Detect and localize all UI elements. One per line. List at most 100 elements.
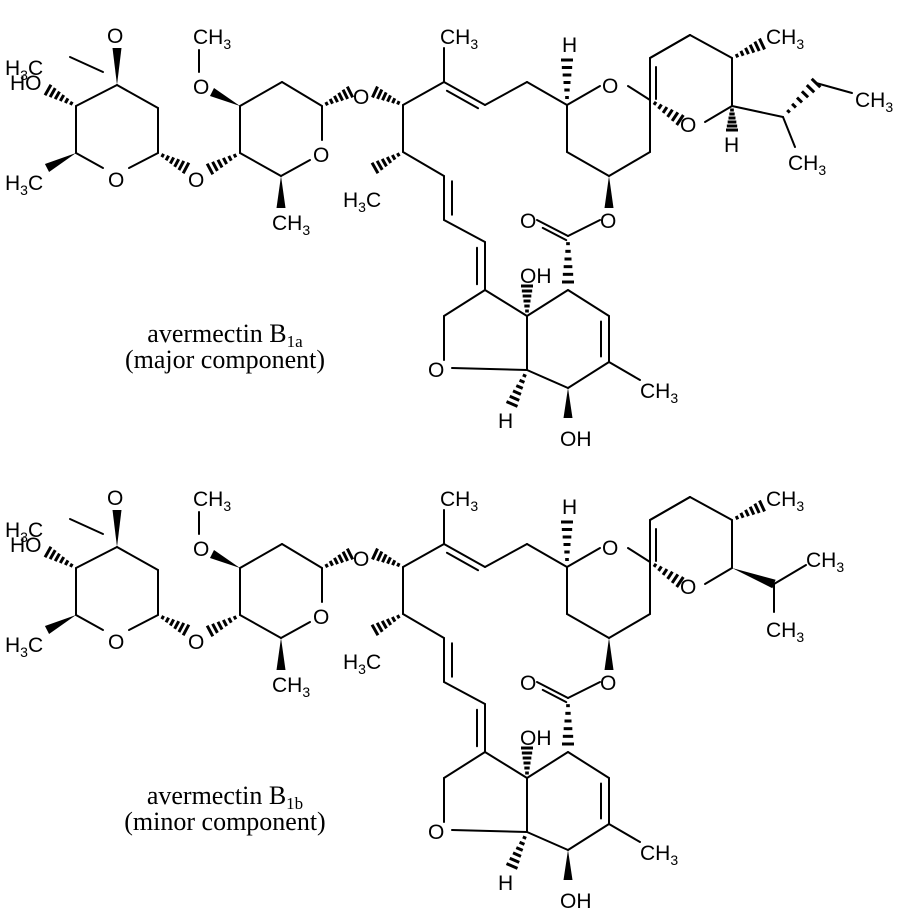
hashed-bond — [371, 85, 401, 106]
ring-oxygen: O — [108, 169, 124, 192]
bond — [526, 369, 569, 389]
bond — [773, 564, 807, 585]
bond — [75, 614, 104, 631]
bond — [566, 613, 610, 639]
compound-name: avermectin B1a — [147, 319, 303, 351]
hashed-bond — [505, 835, 527, 870]
methyl-label: CH3 — [640, 380, 678, 406]
double-bond — [541, 226, 568, 242]
methoxy-oxygen: O — [107, 487, 123, 510]
hydroxy-hashed-bond — [521, 746, 533, 775]
hashed-bond — [734, 37, 766, 58]
bond — [566, 85, 601, 106]
hydroxyl-label: OH — [520, 265, 552, 288]
hydrogen-label: H — [498, 872, 513, 895]
ring-oxygen: O — [680, 576, 696, 599]
hydroxy-hashed-bond — [43, 84, 74, 106]
bond — [526, 81, 568, 106]
double-bond — [445, 89, 480, 110]
hydroxyl-label: OH — [560, 428, 592, 451]
hashed-bond — [371, 547, 401, 568]
ring-oxygen: O — [602, 537, 618, 560]
bond — [627, 85, 651, 101]
ring-oxygen: O — [680, 114, 696, 137]
bond — [704, 105, 733, 123]
bond — [128, 152, 159, 169]
bond — [566, 151, 610, 177]
bond — [280, 159, 311, 177]
hashed-bond — [205, 153, 238, 175]
bond — [443, 751, 486, 779]
hashed-bond — [160, 153, 191, 174]
bond — [281, 81, 323, 107]
glycosidic-oxygen: O — [353, 86, 369, 109]
double-bond — [443, 543, 486, 568]
bond — [567, 289, 610, 317]
bond — [567, 361, 610, 389]
bond — [649, 496, 691, 521]
hydroxyl-label: HO — [10, 72, 42, 95]
methyl-label: H3C — [5, 172, 43, 198]
bond — [128, 614, 159, 631]
methyl-label: H3C — [343, 651, 381, 677]
compound-name: avermectin B1b — [147, 781, 303, 813]
methoxy-oxygen: O — [193, 538, 209, 561]
ring-oxygen: O — [108, 631, 124, 654]
bond — [608, 613, 651, 639]
hashed-bond — [324, 85, 355, 106]
methoxy-oxygen: O — [193, 76, 209, 99]
hydroxyl-label: OH — [520, 727, 552, 750]
bond — [116, 546, 159, 571]
methyl-label: CH3 — [440, 488, 478, 514]
hashed-bond — [786, 77, 822, 114]
glycosidic-oxygen: O — [188, 169, 204, 192]
double-bond — [536, 219, 569, 237]
wedge-bond — [563, 388, 573, 418]
bond — [239, 81, 283, 107]
bond — [484, 751, 528, 779]
methyl-label: CH3 — [640, 842, 678, 868]
glycosidic-oxygen: O — [188, 631, 204, 654]
methyl-label: CH3 — [272, 674, 310, 700]
hashed-bond — [505, 373, 527, 408]
bond — [649, 34, 691, 59]
bond — [484, 543, 528, 568]
hydroxyl-label: HO — [10, 534, 42, 557]
bond — [443, 219, 486, 243]
bond — [75, 84, 118, 107]
bond — [566, 547, 601, 568]
bond — [484, 289, 528, 317]
methyl-label: CH3 — [193, 488, 231, 514]
methyl-label: H3C — [343, 189, 381, 215]
furan-oxygen: O — [428, 821, 444, 844]
methyl-label: H3C — [5, 634, 43, 660]
bond — [567, 823, 610, 851]
hydrogen-label: H — [724, 134, 739, 157]
bond — [608, 151, 651, 177]
double-bond — [536, 681, 569, 699]
double-bond — [541, 688, 568, 704]
hashed-bond — [205, 615, 238, 637]
methyl-label: CH3 — [766, 619, 804, 645]
hashed-bond — [652, 100, 685, 126]
wedge-bond — [209, 87, 240, 106]
hashed-bond — [734, 499, 766, 520]
hydrogen-hashed-bond — [561, 520, 573, 561]
hashed-bond — [370, 152, 401, 174]
bond — [402, 543, 445, 568]
structure-caption: avermectin B1a(major component) — [125, 319, 325, 374]
carbonyl-oxygen: O — [520, 210, 536, 233]
bond — [75, 152, 104, 169]
methyl-label: CH3 — [788, 152, 826, 178]
wedge-bond — [44, 615, 76, 634]
methyl-label: H3C — [5, 57, 43, 83]
bond — [280, 621, 311, 639]
